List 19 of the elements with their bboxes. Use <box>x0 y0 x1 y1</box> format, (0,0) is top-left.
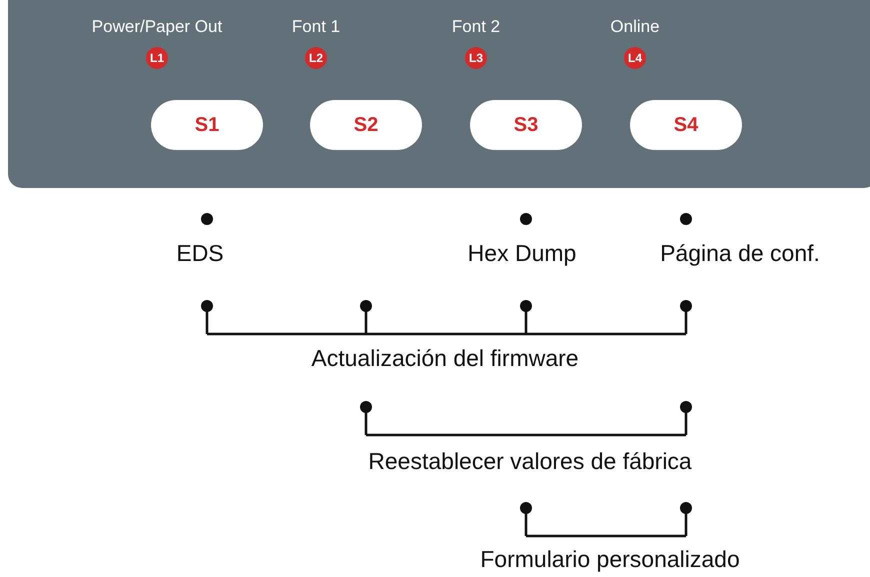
indicator-label: Font 2 <box>452 17 500 37</box>
panel-key: S2 <box>310 100 422 150</box>
led-indicator: L1 <box>146 47 168 69</box>
function-label: Página de conf. <box>660 240 820 267</box>
indicator-label: Online <box>610 17 660 37</box>
function-label: Actualización del firmware <box>311 345 579 372</box>
led-indicator: L2 <box>305 47 327 69</box>
led-indicator: L3 <box>465 47 487 69</box>
function-label: Reestablecer valores de fábrica <box>368 448 692 475</box>
indicator-label: Font 1 <box>292 17 340 37</box>
control-panel <box>8 0 870 188</box>
panel-key: S4 <box>630 100 742 150</box>
function-label: Hex Dump <box>468 240 576 267</box>
indicator-label: Power/Paper Out <box>92 17 222 37</box>
panel-key: S1 <box>151 100 263 150</box>
function-label: Formulario personalizado <box>480 546 740 573</box>
function-label: EDS <box>176 240 224 267</box>
panel-key: S3 <box>470 100 582 150</box>
led-indicator: L4 <box>624 47 646 69</box>
